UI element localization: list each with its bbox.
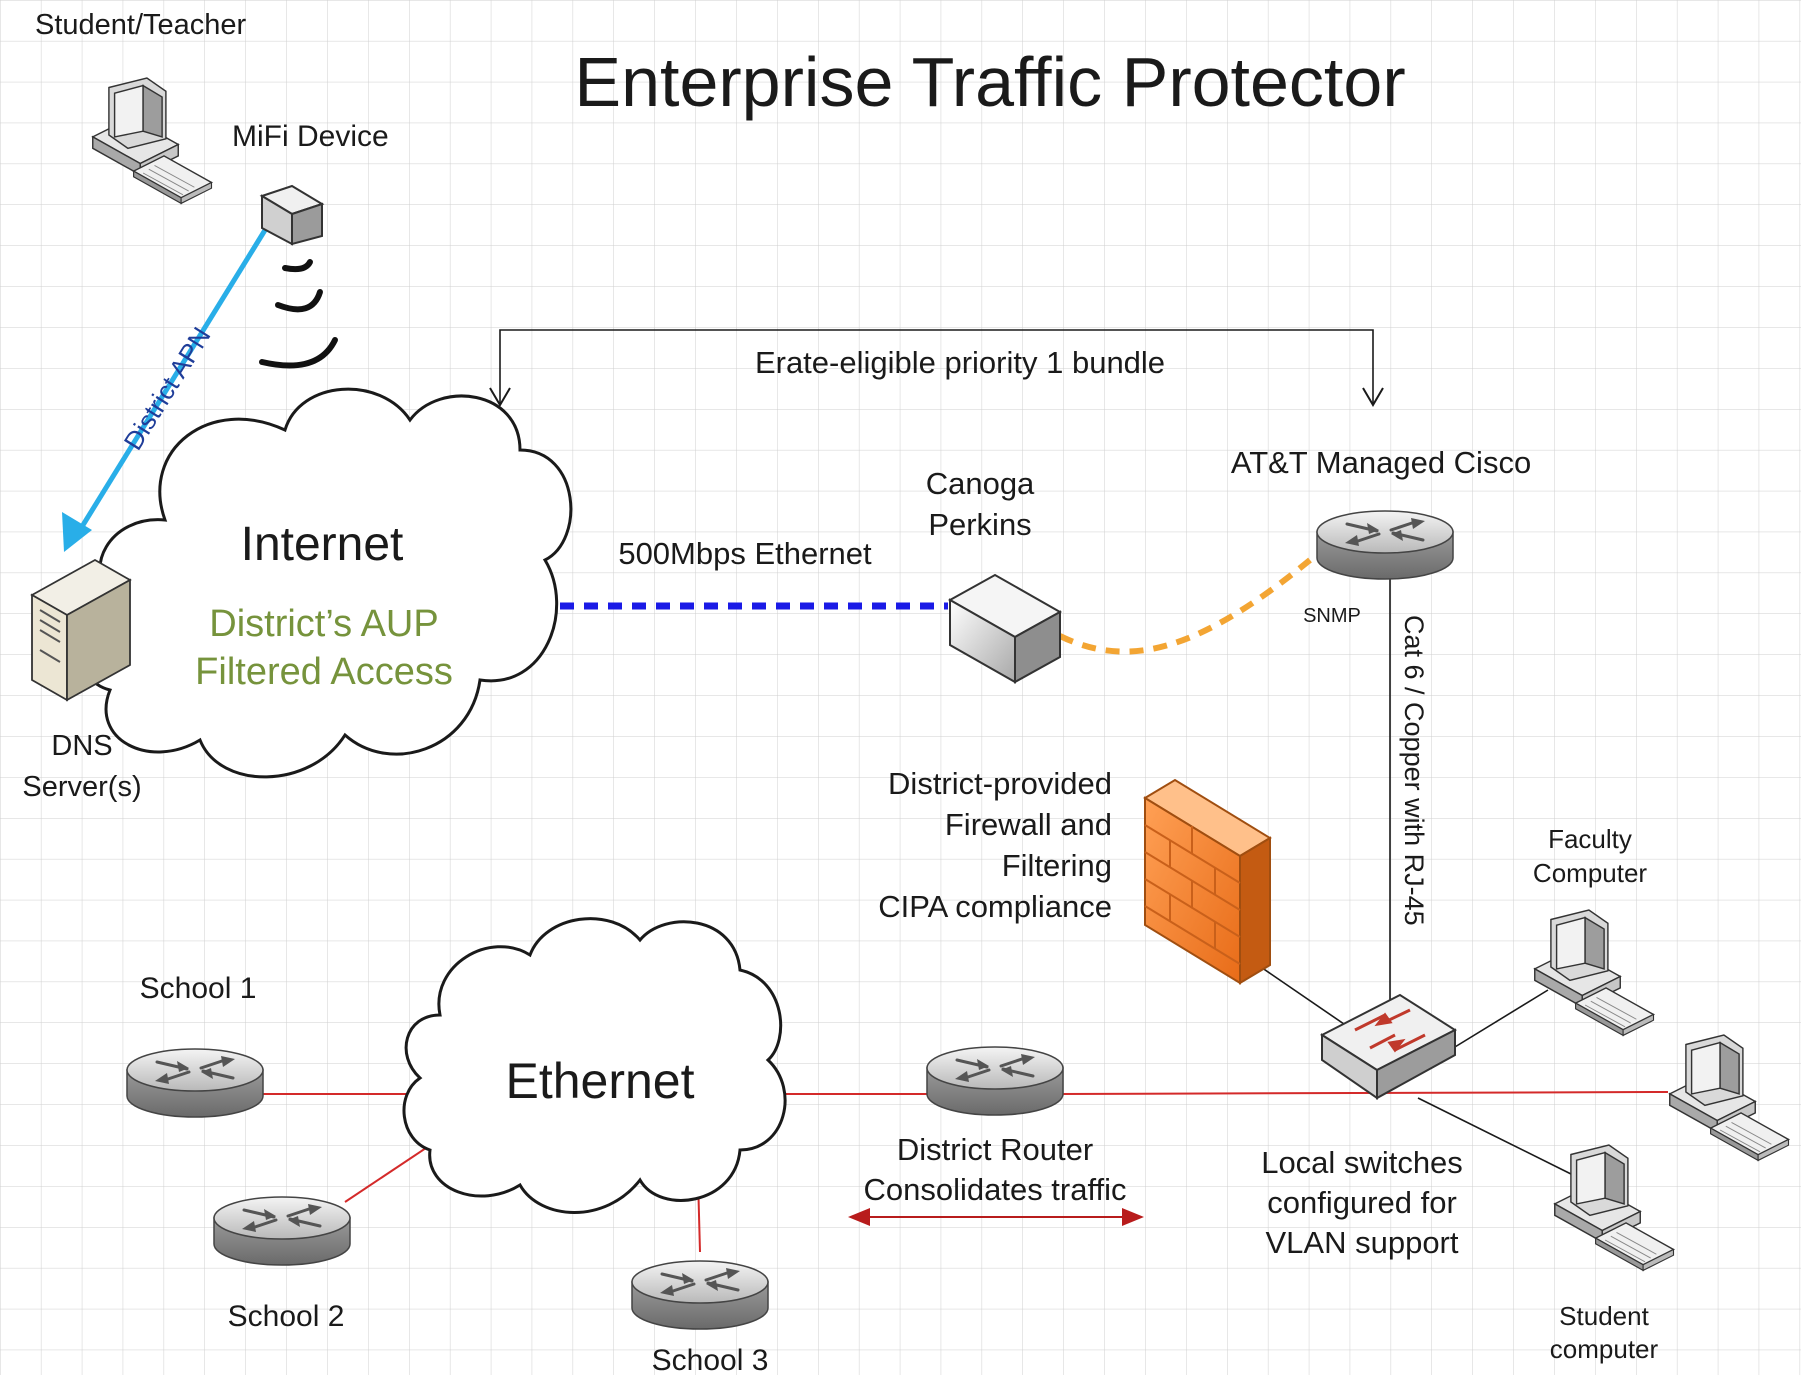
firewall-icon	[1143, 778, 1272, 985]
district-router-label-line2: Consolidates traffic	[863, 1172, 1126, 1207]
lan-link-main	[1059, 1091, 1669, 1095]
student-teacher-label: Student/Teacher	[35, 9, 247, 41]
district-router-label-line1: District Router	[897, 1132, 1093, 1167]
faculty-label-line2: Computer	[1533, 858, 1647, 888]
consolidation-arrow	[848, 1208, 1144, 1226]
firewall-switch-link	[1254, 962, 1361, 1036]
switch-faculty-link	[1449, 989, 1549, 1051]
lan-link-school2	[344, 1139, 439, 1203]
dns-label-line1: DNS	[51, 730, 112, 762]
switches-label-line3: VLAN support	[1266, 1225, 1459, 1260]
firewall-label-line1: District-provided	[888, 766, 1112, 801]
school2-router-icon	[212, 1195, 352, 1267]
ethernet-cloud-label: Ethernet	[505, 1053, 694, 1109]
dns-label-line2: Server(s)	[22, 771, 141, 803]
erate-bracket	[499, 329, 1374, 405]
district-apn-arrowhead	[62, 512, 92, 552]
student-label-line2: computer	[1550, 1334, 1659, 1364]
snmp-link	[1058, 557, 1312, 655]
firewall-label-line4: CIPA compliance	[878, 889, 1112, 924]
aup-label-line2: Filtered Access	[195, 651, 453, 693]
mifi-label: MiFi Device	[232, 120, 389, 153]
ethernet-cloud	[402, 917, 787, 1214]
school1-router-icon	[125, 1047, 265, 1119]
canoga-label-line1: Canoga	[926, 466, 1035, 501]
school1-label: School 1	[140, 972, 257, 1005]
student-label-line1: Student	[1559, 1301, 1649, 1331]
ethernet-500-label: 500Mbps Ethernet	[618, 536, 872, 571]
erate-arrow-right	[1362, 387, 1384, 407]
erate-arrow-left	[489, 387, 511, 407]
aup-label-line1: District’s AUP	[209, 603, 438, 645]
firewall-label-line3: Filtering	[1002, 848, 1112, 883]
district-router-icon	[925, 1045, 1065, 1117]
internet-label: Internet	[241, 518, 404, 571]
district-apn-link	[72, 220, 273, 540]
canoga-perkins-device-icon	[947, 573, 1063, 684]
school3-router-icon	[630, 1259, 770, 1331]
wireless-waves-icon	[259, 259, 338, 369]
faculty-label-line1: Faculty	[1548, 824, 1632, 854]
erate-label: Erate-eligible priority 1 bundle	[755, 345, 1165, 380]
school3-label: School 3	[652, 1344, 769, 1375]
cat6-label: Cat 6 / Copper with RJ-45	[1399, 615, 1429, 926]
canoga-label-line2: Perkins	[928, 507, 1031, 542]
switches-label-line1: Local switches	[1261, 1145, 1463, 1180]
mifi-device-icon	[259, 184, 325, 246]
att-cisco-router-icon	[1315, 509, 1455, 581]
switches-label-line2: configured for	[1267, 1185, 1457, 1220]
school2-label: School 2	[228, 1300, 345, 1333]
local-switch-icon	[1319, 993, 1458, 1100]
firewall-label-line2: Firewall and	[945, 807, 1112, 842]
switch-student-link	[1417, 1097, 1576, 1177]
att-label: AT&T Managed Cisco	[1231, 445, 1531, 480]
snmp-label: SNMP	[1303, 605, 1361, 627]
dns-server-icon	[30, 558, 132, 702]
page-title: Enterprise Traffic Protector	[574, 43, 1405, 121]
